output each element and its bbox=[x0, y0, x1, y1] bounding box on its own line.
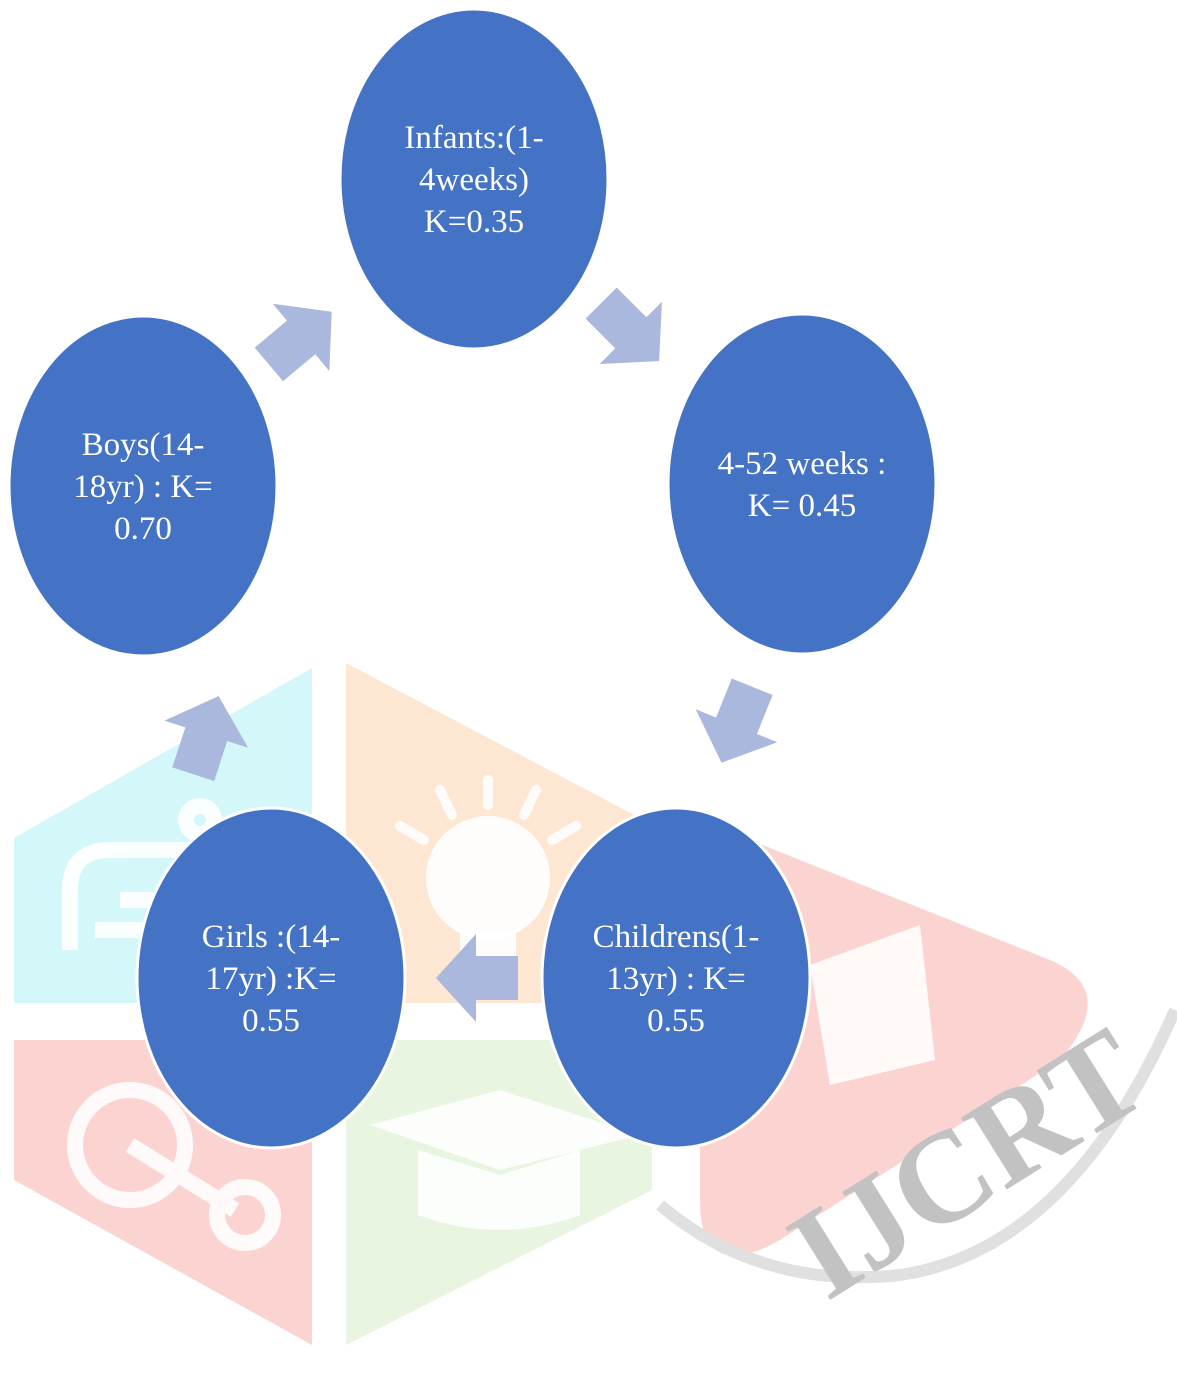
node-circle bbox=[666, 312, 938, 656]
watermark-swoosh bbox=[656, 1007, 1177, 1284]
node-label-line: K=0.35 bbox=[424, 204, 524, 240]
node-label: Childrens(1- 13yr) : K= 0.55 bbox=[593, 919, 760, 1039]
arrow-infants-to-weeks-4-52 bbox=[585, 287, 662, 364]
cycle-node-boys: Boys(14- 18yr) : K= 0.70 bbox=[7, 314, 279, 658]
node-circle bbox=[338, 7, 610, 351]
watermark-graduation-cap-icon bbox=[370, 1090, 640, 1230]
node-label-line: Boys(14- bbox=[82, 427, 205, 463]
cycle-node-weeks-4-52: 4-52 weeks : K= 0.45 bbox=[666, 312, 938, 656]
node-label: Girls :(14- 17yr) :K= 0.55 bbox=[202, 919, 340, 1039]
node-circle bbox=[7, 314, 279, 658]
node-label-line: 0.70 bbox=[114, 511, 172, 547]
node-label-line: 18yr) : K= bbox=[73, 469, 213, 505]
cycle-node-childrens: Childrens(1- 13yr) : K= 0.55 bbox=[540, 806, 812, 1150]
cycle-node-girls: Girls :(14- 17yr) :K= 0.55 bbox=[135, 806, 407, 1150]
node-label-line: 4-52 weeks : bbox=[718, 446, 887, 482]
node-label-line: 0.55 bbox=[242, 1003, 300, 1039]
node-label-line: 0.55 bbox=[647, 1003, 705, 1039]
watermark-lightbulb-icon bbox=[395, 775, 581, 978]
arrow-girls-to-boys bbox=[164, 696, 249, 781]
arrow-boys-to-infants bbox=[254, 303, 332, 382]
cycle-nodes: Infants:(1- 4weeks) K=0.35 4-52 weeks : K= 0… bbox=[7, 7, 938, 1150]
node-label-line: Childrens(1- bbox=[593, 919, 760, 955]
node-circle bbox=[135, 806, 407, 1150]
node-label-line: Infants:(1- bbox=[404, 120, 543, 156]
watermark-book-icon bbox=[810, 925, 935, 1085]
node-label-line: K= 0.45 bbox=[748, 488, 856, 524]
arrow-childrens-to-girls bbox=[436, 934, 518, 1022]
flow-arrows bbox=[164, 287, 778, 1022]
node-label-line: 13yr) : K= bbox=[606, 961, 746, 997]
node-label-line: 4weeks) bbox=[419, 162, 529, 198]
node-label-line: 17yr) :K= bbox=[205, 961, 336, 997]
arrow-weeks-4-52-to-childrens bbox=[695, 678, 778, 763]
node-label: 4-52 weeks : K= 0.45 bbox=[718, 446, 887, 524]
watermark-gear-icon bbox=[67, 1082, 281, 1251]
node-label: Boys(14- 18yr) : K= 0.70 bbox=[73, 427, 213, 547]
node-circle bbox=[540, 806, 812, 1150]
node-label-line: Girls :(14- bbox=[202, 919, 340, 955]
cycle-node-infants: Infants:(1- 4weeks) K=0.35 bbox=[338, 7, 610, 351]
node-label: Infants:(1- 4weeks) K=0.35 bbox=[404, 120, 543, 240]
